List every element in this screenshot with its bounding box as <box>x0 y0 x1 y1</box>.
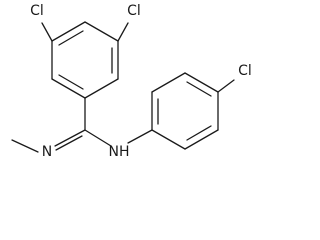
ring-b-double-bond <box>186 81 212 97</box>
atom-cl-para: Cl <box>238 63 252 79</box>
atom-imine-n: N <box>42 144 52 160</box>
ring-a-bond <box>51 78 86 99</box>
atom-cl-top-left: Cl <box>30 3 44 19</box>
ring-a-double-bond <box>58 74 84 90</box>
ring-b-bond <box>151 72 186 93</box>
amidine-nh-bond <box>84 129 112 147</box>
ring-a-double-bond <box>58 30 84 46</box>
cl-bond <box>217 79 235 93</box>
cl-bond <box>117 22 129 42</box>
ring-b-bond <box>151 129 186 150</box>
nh-ring-bond <box>127 129 153 144</box>
ring-a-bond <box>51 21 86 42</box>
structure-diagram: Cl Cl Cl N NH <box>11 3 252 160</box>
molecule-drawing: Cl Cl Cl N NH <box>11 3 252 160</box>
ring-a-bond <box>84 78 119 99</box>
imine-double-bond <box>54 129 86 147</box>
ring-a-bond <box>84 21 119 42</box>
ring-b-double-bond <box>186 125 212 141</box>
cl-bond <box>41 22 53 42</box>
ring-b-bond <box>184 129 219 150</box>
ring-b-bond <box>184 72 219 93</box>
n-methyl-bond <box>11 139 39 153</box>
atom-cl-top-right: Cl <box>127 3 141 19</box>
atom-amine-nh: NH <box>109 144 130 160</box>
imine-double-bond <box>55 135 83 151</box>
